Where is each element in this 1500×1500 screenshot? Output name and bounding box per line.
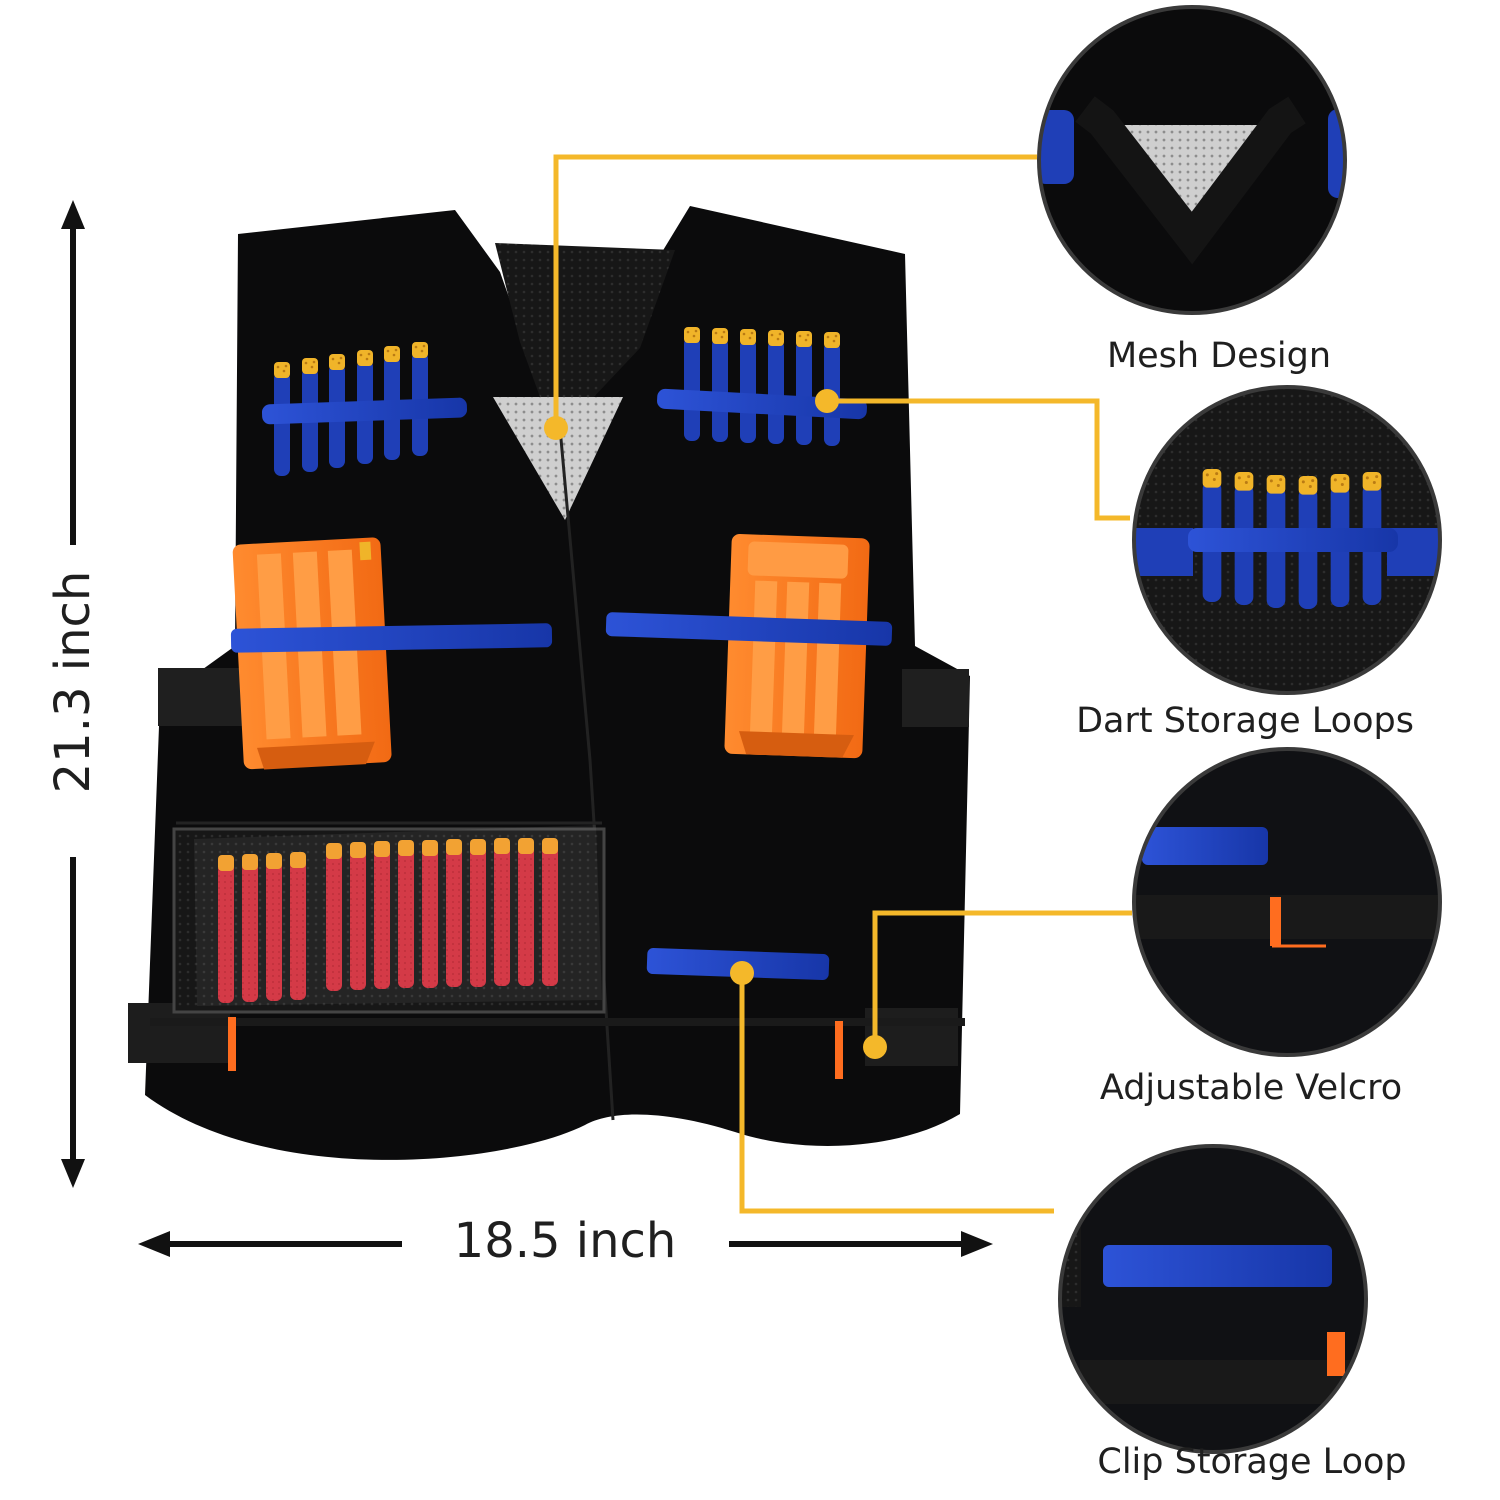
left-upper-strap <box>158 668 244 726</box>
height-dimension <box>61 200 85 1188</box>
height-dimension-label: 21.3 inch <box>45 570 101 794</box>
detail-velcro-circle <box>1132 747 1442 1057</box>
left-shoulder-darts <box>261 342 468 476</box>
right-shoulder-darts <box>657 327 867 446</box>
width-dimension <box>138 1231 993 1257</box>
right-clip <box>724 534 870 759</box>
vest-main <box>128 206 970 1160</box>
spare-dart-pocket <box>172 825 606 1014</box>
mesh-design-label: Mesh Design <box>1106 336 1332 376</box>
detail-mesh-circle <box>1037 5 1347 315</box>
dart-storage-loops-label: Dart Storage Loops <box>1076 701 1414 741</box>
right-dart-strap <box>657 388 867 420</box>
left-dart-strap <box>261 397 468 425</box>
right-orange-tab <box>835 1021 843 1079</box>
adjustable-velcro-label: Adjustable Velcro <box>1099 1068 1403 1108</box>
callout-dots <box>544 389 887 1059</box>
clip-storage-loop-label: Clip Storage Loop <box>1097 1442 1407 1482</box>
left-clip-strap <box>230 623 553 653</box>
vest-collar <box>495 243 675 438</box>
width-dimension-label: 18.5 inch <box>453 1213 677 1269</box>
right-clip-strap <box>605 612 893 646</box>
left-orange-tab <box>228 1017 236 1071</box>
callout-lines <box>553 154 1132 1214</box>
detail-dart-loops-circle <box>1132 385 1442 695</box>
detail-clip-loop-circle <box>1058 1144 1368 1454</box>
right-upper-strap <box>902 669 969 727</box>
mesh-panel <box>493 397 623 520</box>
left-clip <box>232 537 392 770</box>
